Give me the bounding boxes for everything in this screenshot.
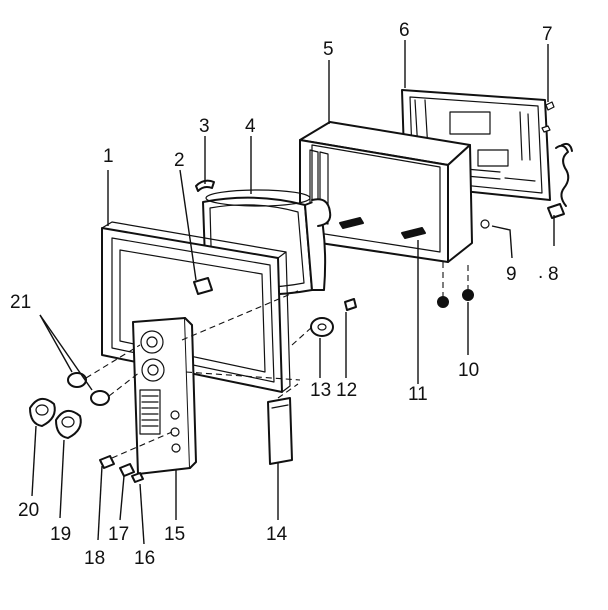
label-13: 13 bbox=[310, 380, 331, 401]
label-12: 12 bbox=[336, 380, 357, 401]
part-1-front-bezel bbox=[101, 221, 291, 393]
part-2-bracket bbox=[179, 169, 213, 295]
label-20: 20 bbox=[18, 500, 39, 521]
label-11: 11 bbox=[408, 384, 428, 405]
label-2: 2 bbox=[174, 150, 185, 171]
label-5: 5 bbox=[323, 39, 334, 60]
label-10: 10 bbox=[458, 360, 479, 381]
part-labels: 1 2 3 4 5 6 7 . 8 9 10 11 12 13 14 15 16… bbox=[10, 20, 559, 569]
label-18: 18 bbox=[84, 548, 105, 569]
label-15: 15 bbox=[164, 524, 185, 545]
label-1: 1 bbox=[103, 146, 114, 167]
part-3-clip bbox=[195, 179, 215, 192]
part-16-button bbox=[131, 472, 144, 483]
label-7: 7 bbox=[542, 24, 553, 45]
label-6: 6 bbox=[399, 20, 410, 41]
extra-mark: . bbox=[538, 262, 543, 283]
part-12-screw bbox=[344, 298, 357, 311]
part-14-side-panel bbox=[267, 397, 293, 465]
part-5-cabinet bbox=[299, 121, 473, 263]
part-8-power-cord bbox=[547, 142, 573, 219]
label-leaders bbox=[31, 40, 555, 545]
part-13-speaker bbox=[310, 317, 334, 337]
part-21-knob-shafts bbox=[39, 314, 141, 406]
part-9-screw bbox=[480, 219, 513, 259]
leader-dash-buttons bbox=[111, 431, 173, 459]
part-19-knob bbox=[55, 409, 82, 439]
part-17-button bbox=[119, 463, 135, 477]
part-10-feet bbox=[437, 262, 474, 355]
part-20-knob bbox=[29, 397, 56, 427]
part-18-button bbox=[99, 455, 115, 469]
label-4: 4 bbox=[245, 116, 256, 137]
label-8: 8 bbox=[548, 264, 559, 285]
label-16: 16 bbox=[134, 548, 155, 569]
label-21: 21 bbox=[10, 292, 31, 313]
part-7-screws bbox=[541, 101, 555, 133]
label-9: 9 bbox=[506, 264, 517, 285]
label-14: 14 bbox=[266, 524, 288, 545]
label-3: 3 bbox=[199, 116, 210, 137]
label-19: 19 bbox=[50, 524, 71, 545]
assembly-guidelines bbox=[181, 289, 313, 399]
part-15-control-panel bbox=[132, 317, 197, 475]
label-17: 17 bbox=[108, 524, 129, 545]
